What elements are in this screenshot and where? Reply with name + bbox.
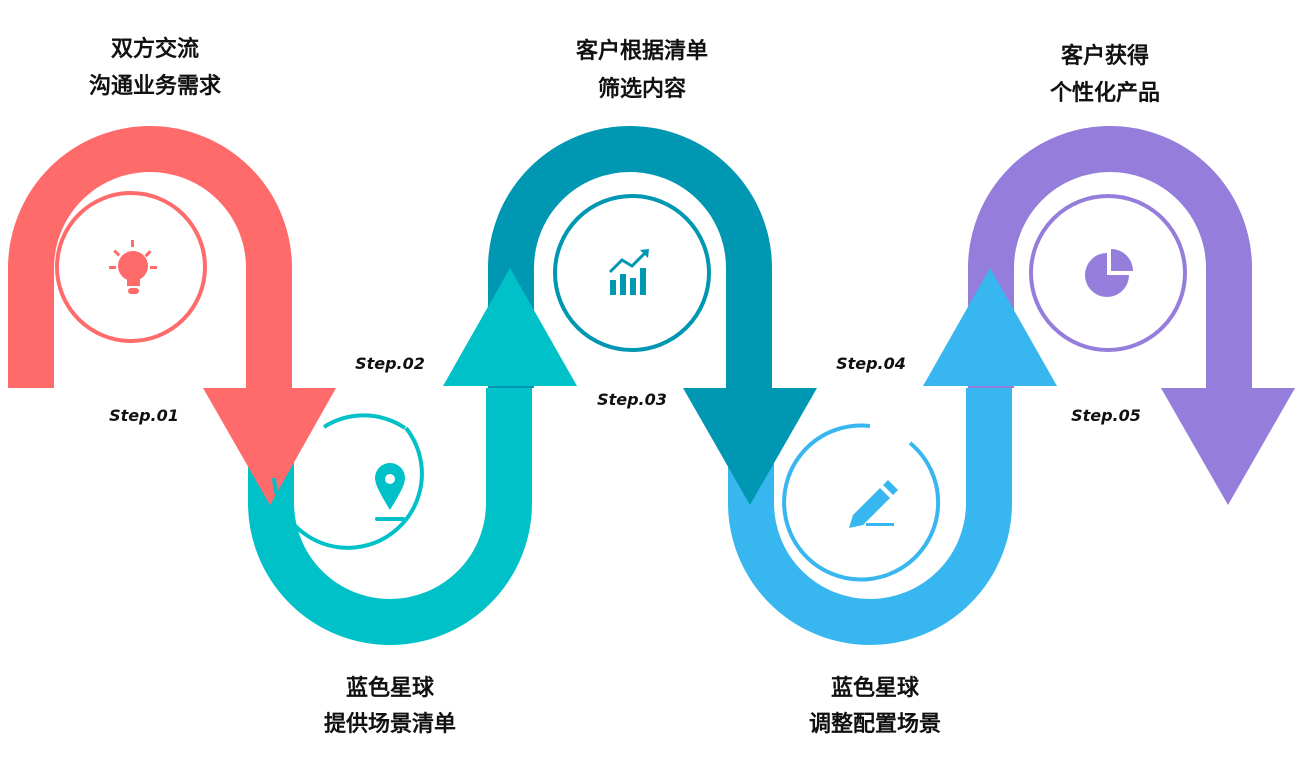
step5-arrow-down — [1161, 388, 1295, 505]
step4-title: 蓝色星球 — [831, 675, 920, 701]
step3-label: Step.03 — [597, 390, 667, 409]
step2-ring — [272, 413, 424, 550]
step3-arch — [488, 126, 772, 388]
pie-chart-icon — [1085, 249, 1133, 297]
lightbulb-icon — [109, 240, 157, 294]
step4-label: Step.04 — [836, 354, 906, 373]
step4-desc: 调整配置场景 — [809, 711, 941, 737]
step4-arch — [728, 388, 1012, 645]
step5-desc: 个性化产品 — [1050, 80, 1160, 106]
step1-arch — [7, 126, 292, 388]
bar-chart-growth-icon — [608, 249, 649, 295]
step3-desc: 筛选内容 — [598, 76, 686, 102]
step2-title: 蓝色星球 — [346, 675, 435, 701]
step2-arrow-up — [443, 268, 577, 386]
step1-title: 双方交流 — [111, 36, 199, 62]
step4-ring — [782, 423, 941, 582]
step4-arrow-up — [923, 268, 1057, 386]
step1-desc: 沟通业务需求 — [89, 73, 221, 99]
step1-ring — [55, 191, 207, 343]
step1-label: Step.01 — [109, 406, 179, 425]
step2-arch — [248, 388, 532, 645]
location-pin-icon — [375, 463, 405, 521]
step3-title: 客户根据清单 — [576, 38, 708, 64]
step1-arrow-down — [203, 388, 336, 505]
step5-title: 客户获得 — [1061, 43, 1149, 69]
step3-arrow-down — [683, 388, 817, 505]
step5-label: Step.05 — [1071, 406, 1141, 425]
step2-desc: 提供场景清单 — [324, 711, 456, 737]
step5-ring — [1029, 194, 1187, 352]
step3-ring — [553, 194, 711, 352]
step2-label: Step.02 — [355, 354, 425, 373]
step5-arch — [968, 126, 1252, 388]
pencil-icon — [849, 480, 898, 528]
